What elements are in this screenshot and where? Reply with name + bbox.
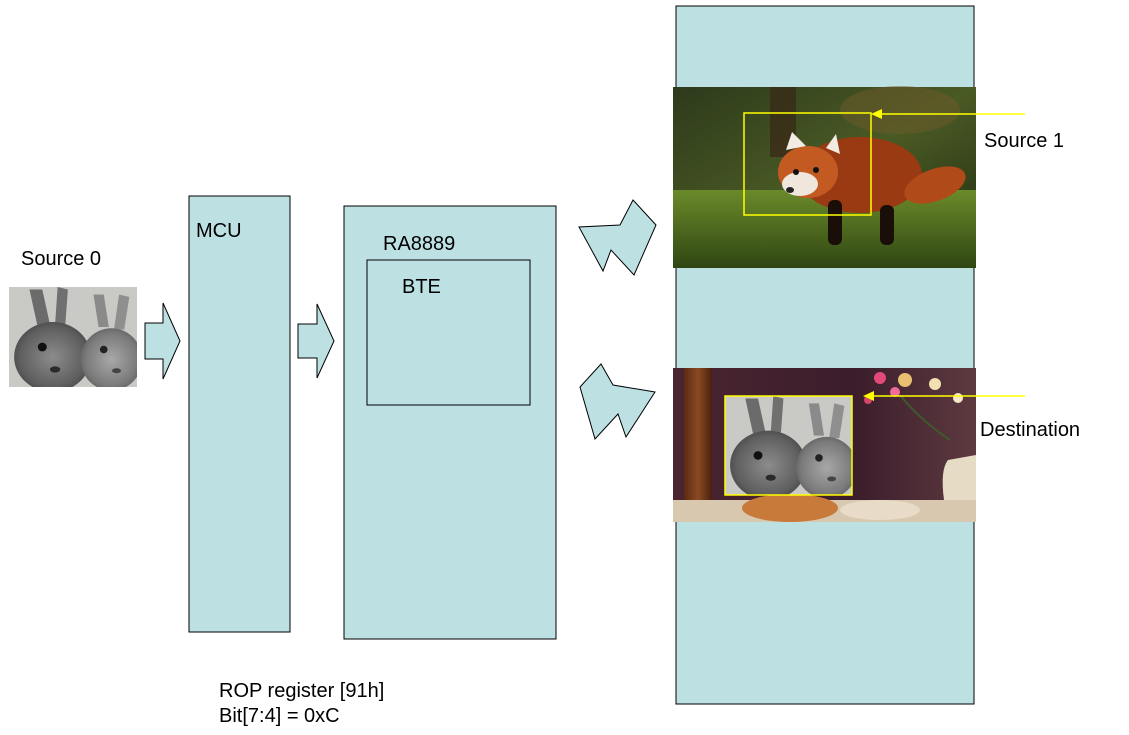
source1-label: Source 1	[984, 130, 1064, 152]
arrow-source1-to-ra8889	[578, 199, 657, 276]
source1-image	[673, 86, 976, 268]
destination-pasted-source0	[725, 396, 852, 495]
destination-image	[673, 368, 976, 522]
source0-label: Source 0	[21, 248, 101, 270]
ra8889-label: RA8889	[383, 233, 455, 255]
source1-selection	[743, 112, 872, 216]
rop-register-line2: Bit[7:4] = 0xC	[219, 705, 340, 727]
destination-pointer	[863, 391, 1025, 401]
mcu-block	[188, 195, 291, 633]
arrow-source0-to-mcu	[144, 302, 181, 380]
bte-label: BTE	[402, 276, 441, 298]
arrow-ra8889-to-destination	[579, 363, 656, 440]
mcu-label: MCU	[196, 220, 242, 242]
destination-label: Destination	[980, 419, 1080, 441]
arrow-mcu-to-ra8889	[297, 303, 335, 379]
bte-block	[366, 259, 531, 406]
rop-register-line1: ROP register [91h]	[219, 680, 384, 702]
destination-selection	[724, 395, 853, 496]
source1-pointer	[871, 109, 1025, 119]
source0-image	[9, 287, 137, 387]
